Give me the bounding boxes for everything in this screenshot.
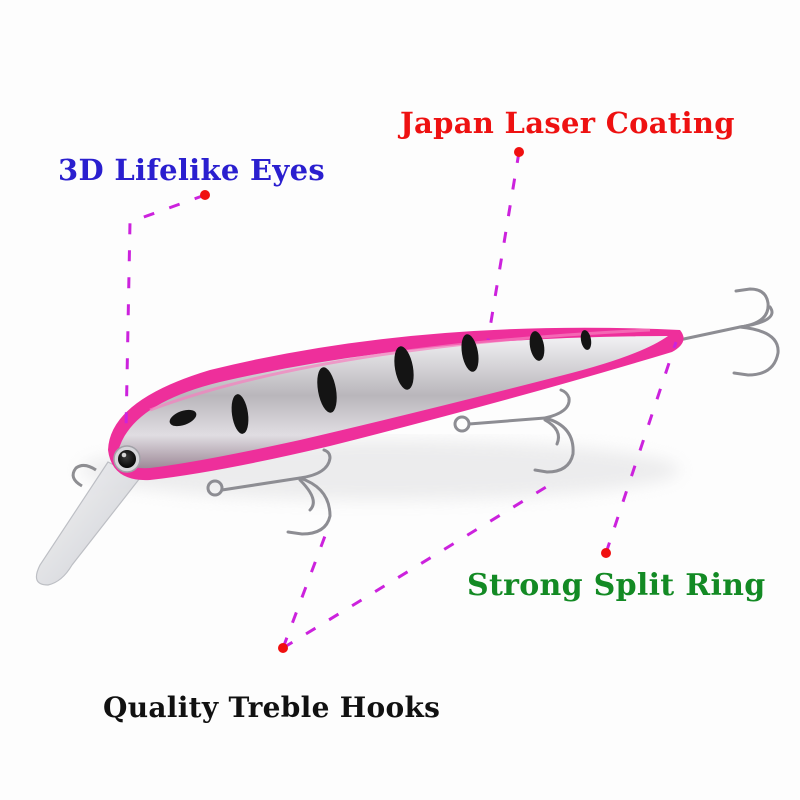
front-treble-hook <box>206 448 332 536</box>
callout-hooks-label: Quality Treble Hooks <box>103 691 441 724</box>
black-spots <box>169 330 592 434</box>
callout-dots <box>200 147 611 653</box>
tail-treble-hook <box>663 287 780 377</box>
dot-hooks <box>278 643 288 653</box>
callout-ring-label: Strong Split Ring <box>467 568 766 603</box>
leader-eyes <box>124 193 206 431</box>
rear-treble-hook <box>453 388 575 474</box>
callout-coating-label: Japan Laser Coating <box>400 106 735 140</box>
leader-hooks-b <box>282 482 552 650</box>
lure-body-silver <box>118 336 668 469</box>
3d-eye <box>113 445 141 473</box>
dot-ring <box>601 548 611 558</box>
line-tie <box>71 463 97 488</box>
diving-lip <box>35 461 141 586</box>
callout-eyes-label: 3D Lifelike Eyes <box>58 153 325 187</box>
leader-lines <box>124 151 678 650</box>
dot-eyes <box>200 190 210 200</box>
leader-coating <box>486 151 521 341</box>
lure-back-highlight <box>149 328 651 412</box>
leader-hooks-a <box>281 527 330 649</box>
dot-coating <box>514 147 524 157</box>
leader-ring <box>604 341 678 554</box>
